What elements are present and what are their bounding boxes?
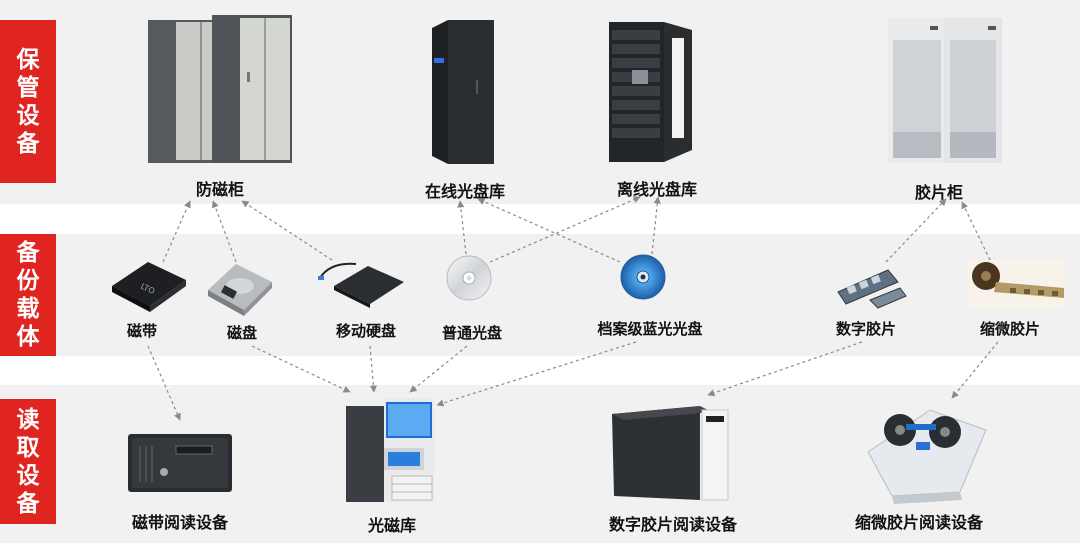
offline-optical-library-image — [609, 22, 692, 162]
portable-drive-image — [318, 262, 404, 308]
tag-char: 保 — [16, 46, 40, 73]
optical-magnetic-library-image — [346, 398, 434, 502]
bluray-disc-image — [620, 254, 666, 300]
tape-image: LTO — [112, 262, 186, 312]
media-label-portable-drive: 移动硬盘 — [335, 322, 397, 340]
tag-char: 载 — [16, 296, 40, 322]
tag-char: 设 — [16, 102, 40, 129]
tag-char: 读 — [16, 406, 40, 433]
relation-arrows — [147, 196, 999, 421]
media-label-digital-film: 数字胶片 — [835, 320, 897, 338]
digital-film-image — [837, 269, 907, 309]
anti-magnetic-cabinet-image — [148, 15, 292, 163]
media-label-tape: 磁带 — [126, 322, 158, 340]
reader-label-optical-magnetic-library: 光磁库 — [367, 516, 417, 535]
microfilm-reader-image — [867, 409, 987, 504]
reader-label-microfilm-reader: 缩微胶片阅读设备 — [854, 513, 984, 532]
reader-label-tape-reader: 磁带阅读设备 — [131, 513, 229, 532]
section-tag-storage: 保 管 设 备 — [0, 20, 56, 183]
media-label-ordinary-disc: 普通光盘 — [441, 324, 503, 342]
tag-char: 设 — [16, 462, 40, 489]
microfilm-image — [966, 260, 1066, 308]
film-cabinet-image — [888, 18, 1002, 163]
disk-image — [208, 264, 272, 316]
tag-char: 备 — [16, 240, 40, 266]
storage-label-offline-optical-library: 离线光盘库 — [616, 180, 698, 199]
tag-char: 管 — [16, 74, 40, 101]
storage-label-anti-magnetic-cabinet: 防磁柜 — [195, 180, 245, 199]
storage-label-online-optical-library: 在线光盘库 — [424, 182, 506, 201]
storage-label-film-cabinet: 胶片柜 — [914, 183, 964, 202]
tag-char: 备 — [16, 490, 40, 517]
media-label-bluray-disc: 档案级蓝光光盘 — [597, 320, 703, 338]
reader-label-digital-film-reader: 数字胶片阅读设备 — [608, 515, 738, 534]
media-label-disk: 磁盘 — [226, 324, 258, 342]
online-optical-library-image — [432, 20, 494, 164]
tag-char: 取 — [16, 434, 40, 461]
tag-char: 体 — [16, 324, 40, 350]
tag-char: 份 — [16, 268, 40, 294]
tag-char: 备 — [16, 130, 40, 157]
ordinary-disc-image — [446, 255, 492, 301]
tape-reader-image — [128, 434, 232, 492]
section-tag-reading: 读 取 设 备 — [0, 399, 56, 524]
digital-film-reader-image — [612, 406, 729, 501]
media-label-microfilm: 缩微胶片 — [979, 320, 1041, 338]
section-tag-media: 备 份 载 体 — [0, 234, 56, 356]
